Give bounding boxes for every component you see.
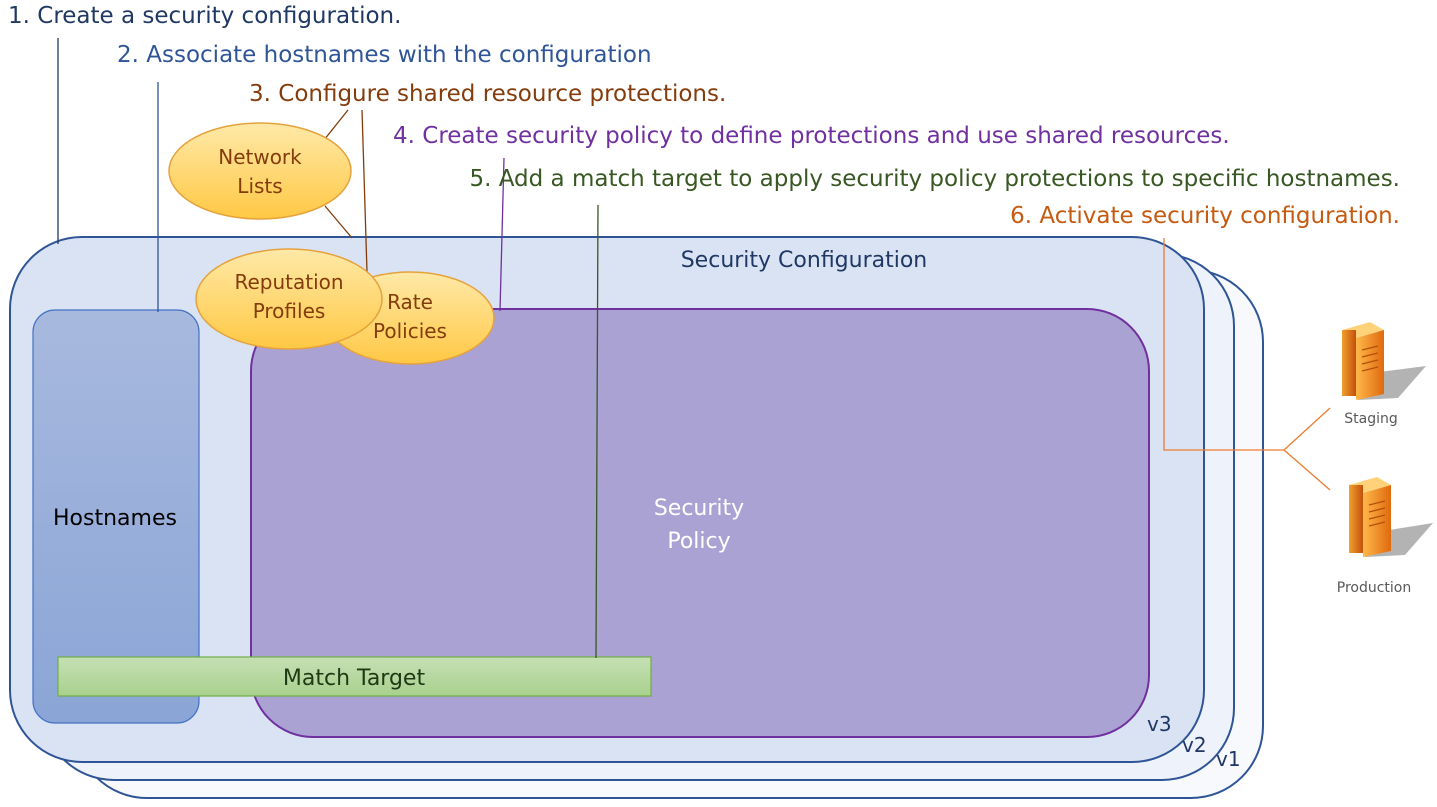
reputation-profiles-label-line1: Reputation: [234, 270, 343, 294]
reputation-profiles-label-line2: Profiles: [253, 299, 326, 323]
network-lists-label-line1: Network: [218, 145, 302, 169]
step6-activation-line: [1163, 238, 1284, 451]
config-title: Security Configuration: [681, 248, 928, 273]
network-lists-ellipse: [168, 122, 352, 220]
rate-policies-label-line2: Policies: [373, 319, 447, 343]
step5-leader-line: [595, 204, 599, 659]
version-label-v2: v2: [1182, 733, 1207, 757]
production-server-icon: [1349, 477, 1433, 557]
activation-branch-staging: [1283, 407, 1331, 451]
step-3-text: 3. Configure shared resource protections…: [249, 81, 726, 107]
step3-leader-line-a: [323, 109, 349, 141]
version-label-v3: v3: [1147, 712, 1172, 736]
staging-label: Staging: [1344, 411, 1398, 427]
step3-leader-line-b: [361, 109, 368, 273]
activation-branch-production: [1283, 449, 1331, 491]
step3-leader-line-c: [324, 205, 353, 239]
match-target-label: Match Target: [283, 666, 426, 691]
step-2-text: 2. Associate hostnames with the configur…: [117, 42, 652, 68]
staging-server-icon: [1342, 322, 1426, 400]
network-lists-label-line2: Lists: [237, 174, 282, 198]
hostnames-box: [32, 309, 200, 724]
security-policy-label-line1: Security: [654, 496, 744, 521]
step4-leader-line: [499, 157, 505, 312]
step-4-text: 4. Create security policy to define prot…: [393, 123, 1230, 149]
version-label-v1: v1: [1216, 747, 1241, 771]
step-1-text: 1. Create a security configuration.: [8, 3, 401, 29]
step-5-text: 5. Add a match target to apply security …: [469, 166, 1400, 192]
security-policy-label-line2: Policy: [667, 529, 730, 554]
match-target-bar: [57, 656, 652, 697]
step-6-text: 6. Activate security configuration.: [1010, 203, 1400, 229]
reputation-profiles-ellipse: [195, 248, 383, 350]
security-policy-box: [250, 308, 1150, 738]
hostnames-label: Hostnames: [53, 506, 177, 531]
production-label: Production: [1337, 580, 1411, 596]
rate-policies-label-line1: Rate: [387, 290, 433, 314]
